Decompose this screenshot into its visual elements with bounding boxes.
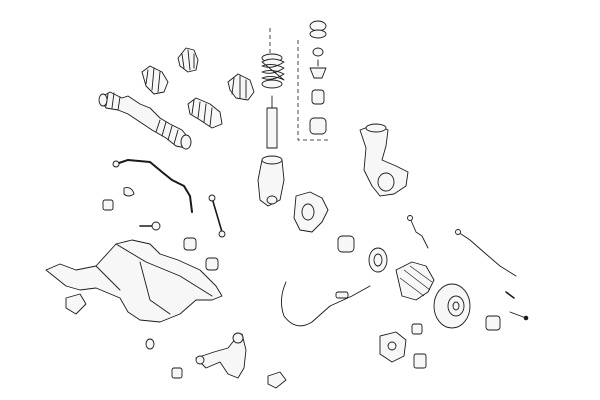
brake-cable[interactable] [281,281,371,327]
stabilizer-bar[interactable] [102,159,193,213]
brake-caliper[interactable] [379,331,407,363]
cv-boots[interactable] [141,47,199,95]
brake-disc[interactable] [433,283,471,329]
brake-shield[interactable] [395,261,435,301]
wheel-bearing-hub[interactable] [337,235,388,273]
control-arm[interactable] [171,332,287,389]
brake-pads[interactable] [411,315,501,369]
drive-shaft-boot-kit[interactable] [187,73,255,129]
shock-absorber[interactable] [257,95,285,207]
subframe[interactable] [45,239,223,350]
coil-spring[interactable] [261,28,330,141]
drive-shaft[interactable] [98,91,192,150]
abs-sensor-cables[interactable] [407,215,529,321]
steering-knuckle[interactable] [293,123,409,233]
strut-mount-kit[interactable] [309,20,327,135]
stabilizer-link[interactable] [139,194,226,271]
